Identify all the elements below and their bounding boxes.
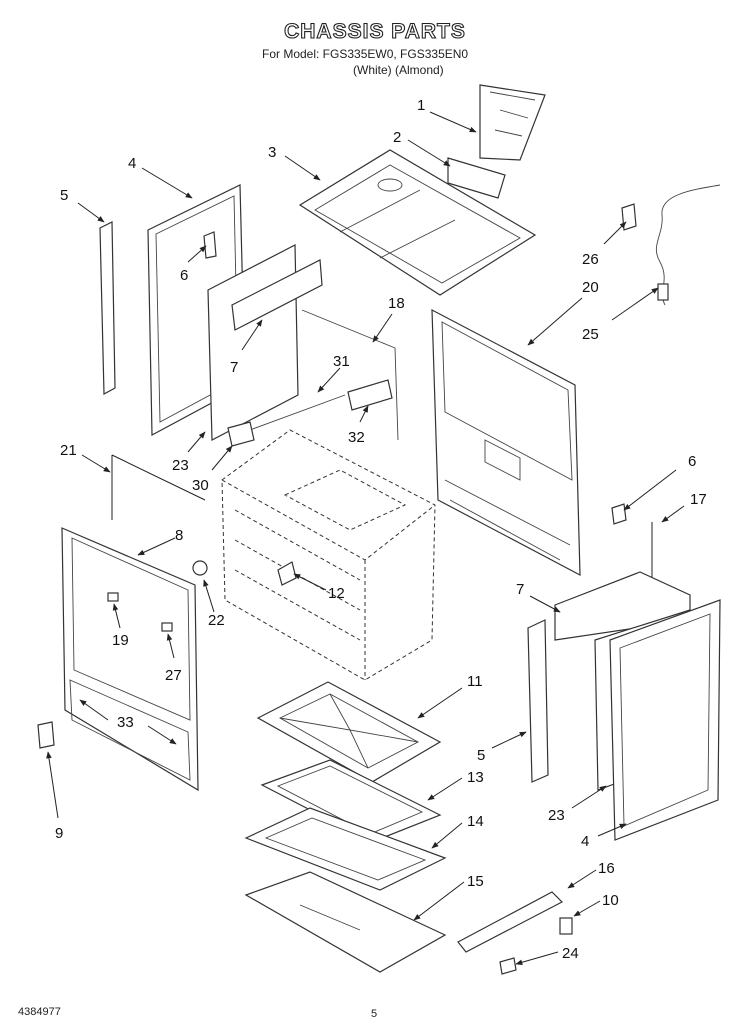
part-7-left-insulation [207,244,323,441]
part-19-screw [107,592,119,602]
callout-14: 14 [467,813,484,830]
callout-31: 31 [333,353,350,370]
callout-8: 8 [175,527,183,544]
callout-6: 6 [180,267,188,284]
page-number: 5 [371,1008,378,1020]
doc-number: 4384977 [18,1006,61,1018]
callout-5-right: 5 [477,747,485,764]
callout-12: 12 [328,585,345,602]
part-25-power-cord [655,184,721,306]
part-10-spring [559,917,573,935]
part-14-drawer [244,807,447,891]
part-2-bracket [447,157,506,199]
callout-24: 24 [562,945,579,962]
callout-18: 18 [388,295,405,312]
callout-23-left: 23 [172,457,189,474]
part-5-left-trim [99,221,116,395]
diagram-title: CHASSIS PARTS [284,19,466,43]
part-22-grommet [192,560,208,576]
callout-6-right: 6 [688,453,696,470]
part-27-screw [161,622,173,632]
part-6-right-clip [611,503,627,525]
callout-13: 13 [467,769,484,786]
callout-11: 11 [467,673,483,690]
callout-1: 1 [417,97,425,114]
part-30-bracket [227,421,255,447]
part-5-right-trim [527,619,549,783]
callout-17: 17 [690,491,707,508]
part-24-clip [499,957,517,975]
leader-lines [46,111,685,965]
callout-21: 21 [60,442,77,459]
callout-19: 19 [112,632,129,649]
callout-25: 25 [582,326,599,343]
part-26-clip [621,203,637,231]
callout-22: 22 [208,612,225,629]
oven-cavity [221,429,436,681]
callout-7-right: 7 [516,581,524,598]
callout-5: 5 [60,187,68,204]
callout-32: 32 [348,429,365,446]
part-15-bottom-panel [244,871,447,973]
callout-23-right: 23 [548,807,565,824]
callout-20: 20 [582,279,599,296]
callout-4: 4 [128,155,136,172]
part-9-leveling-leg [37,721,55,749]
part-18-wire [301,309,399,441]
part-31-wire [249,394,346,431]
callout-16: 16 [598,860,615,877]
callout-30: 30 [192,477,209,494]
part-8-front-frame [61,527,199,792]
part-32-bracket [347,379,393,411]
callout-7: 7 [230,359,238,376]
part-11-broiler-pan [256,681,442,783]
callout-2: 2 [393,129,401,146]
callout-15: 15 [467,873,484,890]
part-1-vent-duct [479,84,546,161]
callout-33: 33 [117,714,134,731]
color-line: (White) (Almond) [353,63,444,77]
part-21-gasket [111,454,206,520]
callout-27: 27 [165,667,182,684]
model-line: For Model: FGS335EW0, FGS335EN0 [262,47,469,61]
part-20-rear-panel [431,308,581,577]
callout-4-right: 4 [581,833,589,850]
callout-9: 9 [55,825,63,842]
part-6-clip [203,231,217,259]
part-16-rail [457,891,564,953]
callout-26: 26 [582,251,599,268]
callout-labels: 1 2 3 4 5 6 7 18 31 32 23 30 21 8 22 19 … [55,97,707,962]
callout-3: 3 [268,144,276,161]
callout-10: 10 [602,892,619,909]
part-4-right-side-panel [609,599,721,841]
part-3-burner-box [298,149,537,296]
